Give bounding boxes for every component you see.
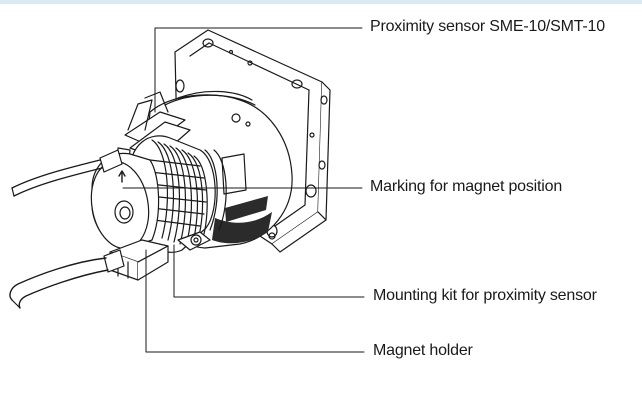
- callout-proximity-sensor: Proximity sensor SME-10/SMT-10: [370, 18, 605, 35]
- lower-cable: [9, 249, 125, 309]
- callout-magnet-marking: Marking for magnet position: [370, 178, 563, 195]
- leader-mounting-kit: [173, 244, 365, 298]
- top-band: [0, 0, 642, 4]
- callout-mounting-kit: Mounting kit for proximity sensor: [373, 287, 597, 304]
- leader-magnet-holder: [145, 249, 365, 353]
- callout-magnet-holder: Magnet holder: [373, 342, 473, 359]
- front-cap: [90, 152, 160, 250]
- leader-proximity-sensor: [154, 27, 363, 113]
- leader-lines: [122, 27, 365, 353]
- upper-cable: [11, 149, 123, 197]
